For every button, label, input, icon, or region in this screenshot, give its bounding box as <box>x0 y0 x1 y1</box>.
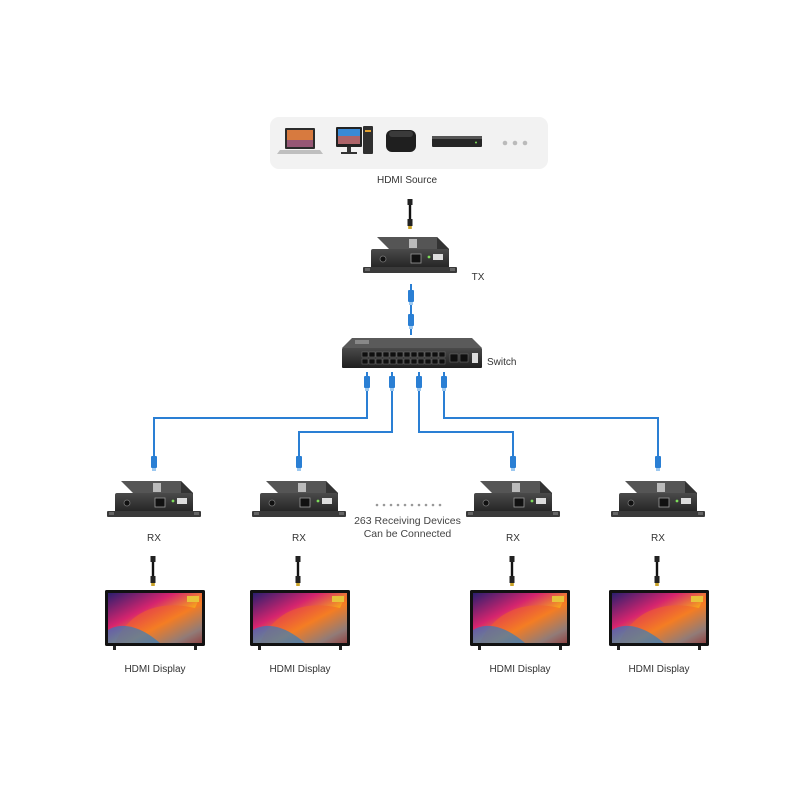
hdmi-source-label: HDMI Source <box>376 175 437 186</box>
display-label-1: HDMI Display <box>124 664 186 675</box>
rx-extender-3 <box>465 480 561 518</box>
hdmi-display-3 <box>470 590 570 650</box>
ethernet-cables-rx <box>153 372 659 470</box>
media-player-icon <box>432 136 482 147</box>
ethernet-cable-tx <box>408 284 414 335</box>
hdmi-cable-rx-3 <box>509 556 515 586</box>
hdmi-cable-rx-4 <box>654 556 660 586</box>
rx-extender-4 <box>610 480 706 518</box>
rx-extender-1 <box>106 480 202 518</box>
display-label-2: HDMI Display <box>269 664 331 675</box>
receiving-devices-note-line1: 263 Receiving Devices <box>354 515 461 527</box>
rx-label-4: RX <box>651 533 665 544</box>
receiving-devices-note-line2: Can be Connected <box>363 528 452 540</box>
more-receivers-dots <box>375 503 442 507</box>
hdmi-display-1 <box>105 590 205 650</box>
more-dots-icon <box>502 140 528 146</box>
display-label-4: HDMI Display <box>628 664 690 675</box>
rx-label-2: RX <box>292 533 306 544</box>
laptop-icon <box>277 128 323 154</box>
receiving-devices-note: 263 Receiving Devices Can be Connected <box>335 515 480 541</box>
tv-box-icon <box>386 130 416 152</box>
hdmi-cable-source <box>407 199 413 229</box>
hdmi-display-2 <box>250 590 350 650</box>
hdmi-cable-rx-1 <box>150 556 156 586</box>
hdmi-cable-rx-2 <box>295 556 301 586</box>
rx-label-3: RX <box>506 533 520 544</box>
rx-extender-2 <box>251 480 347 518</box>
display-label-3: HDMI Display <box>489 664 551 675</box>
rx-label-1: RX <box>147 533 161 544</box>
tx-extender <box>362 236 458 274</box>
desktop-pc-icon <box>336 126 373 154</box>
network-switch <box>342 338 482 368</box>
hdmi-display-4 <box>609 590 709 650</box>
switch-label: Switch <box>487 357 517 368</box>
tx-label: TX <box>471 272 485 283</box>
